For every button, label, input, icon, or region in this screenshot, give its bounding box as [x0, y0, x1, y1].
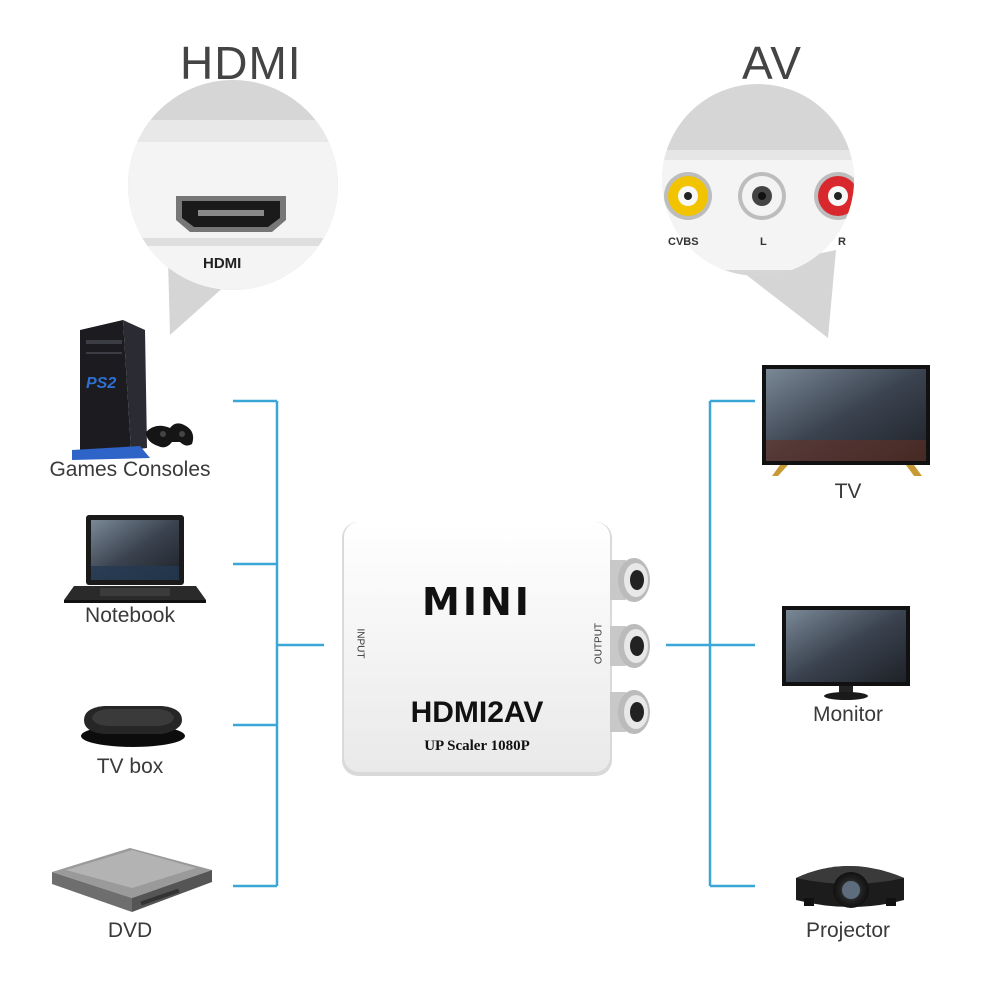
projector-label: Projector — [805, 919, 891, 942]
tv-label: TV — [834, 480, 862, 503]
converter-output-label: OUTPUT — [593, 622, 605, 665]
monitor-label: Monitor — [812, 703, 884, 726]
converter-model: HDMI2AV — [410, 696, 544, 729]
l-port-label: L — [760, 236, 767, 248]
converter-subtitle: UP Scaler 1080P — [424, 738, 530, 754]
connector-lines — [233, 399, 755, 888]
av-callout — [662, 84, 854, 338]
dvd-player-icon — [52, 848, 212, 912]
cvbs-port-label: CVBS — [668, 236, 699, 248]
notebook-label: Notebook — [85, 604, 175, 627]
hdmi-callout — [128, 80, 338, 335]
projector-icon — [796, 866, 904, 908]
converter-box — [342, 522, 650, 776]
av-heading: AV — [742, 37, 802, 89]
laptop-icon — [64, 515, 206, 603]
hdmi-port-label: HDMI — [203, 255, 242, 272]
games-consoles-label: Games Consoles — [49, 458, 211, 481]
svg-text:PS2: PS2 — [86, 375, 116, 392]
dvd-label: DVD — [107, 919, 153, 942]
converter-logo: MINI — [422, 580, 532, 624]
tv-box-icon — [81, 706, 185, 747]
monitor-icon — [782, 606, 910, 700]
converter-input-label: INPUT — [354, 628, 366, 659]
tv-box-label: TV box — [96, 755, 164, 778]
r-port-label: R — [838, 236, 846, 248]
tv-icon — [762, 365, 930, 476]
game-console-icon: PS2 — [72, 320, 194, 460]
